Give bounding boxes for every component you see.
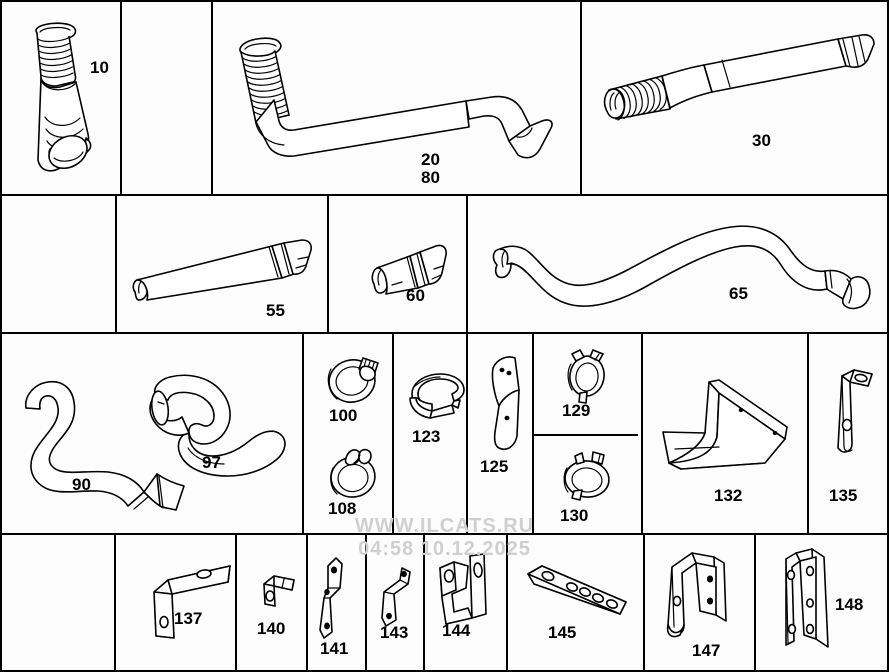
part-illustration-97 — [142, 372, 292, 497]
part-label-125: 125 — [480, 457, 509, 476]
part-label-129: 129 — [562, 401, 591, 420]
part-illustration-20-80 — [234, 27, 564, 172]
part-label-100: 100 — [329, 406, 358, 425]
part-label-30: 30 — [752, 131, 771, 150]
part-label-137: 137 — [174, 609, 203, 628]
grid-vline-r1-a — [120, 2, 122, 194]
part-illustration-100 — [322, 347, 388, 409]
grid-vline-r3-d — [532, 332, 534, 533]
part-label-55: 55 — [266, 301, 285, 320]
part-label-90: 90 — [72, 475, 91, 494]
grid-hline-2 — [2, 332, 887, 334]
grid-vline-r4-f — [506, 533, 508, 670]
part-illustration-141 — [316, 554, 352, 644]
part-illustration-140 — [258, 570, 300, 612]
part-label-123: 123 — [412, 427, 441, 446]
part-label-141: 141 — [320, 639, 349, 658]
grid-vline-r4-h — [754, 533, 756, 670]
part-illustration-135 — [828, 362, 876, 462]
part-label-135: 135 — [829, 486, 858, 505]
part-illustration-55 — [130, 239, 315, 310]
part-illustration-30 — [600, 34, 880, 149]
part-illustration-123 — [402, 370, 467, 420]
part-label-97: 97 — [202, 453, 221, 472]
part-label-145: 145 — [548, 623, 577, 642]
part-illustration-65 — [491, 207, 876, 317]
grid-vline-r3-f — [807, 332, 809, 533]
grid-vline-r2-c — [466, 194, 468, 332]
part-illustration-90 — [16, 370, 196, 530]
part-label-130: 130 — [560, 506, 589, 525]
grid-vline-r3-c — [466, 332, 468, 533]
part-illustration-125 — [485, 354, 527, 454]
grid-vline-r4-b — [235, 533, 237, 670]
part-label-60: 60 — [406, 286, 425, 305]
part-illustration-130 — [557, 446, 617, 504]
part-label-65: 65 — [729, 284, 748, 303]
part-label-148: 148 — [835, 595, 864, 614]
grid-vline-r3-b — [392, 332, 394, 533]
grid-vline-r1-c — [580, 2, 582, 194]
part-illustration-147 — [662, 547, 732, 643]
part-illustration-143 — [378, 564, 414, 634]
part-label-80: 80 — [421, 168, 440, 187]
grid-vline-r4-d — [365, 533, 367, 670]
part-illustration-108 — [324, 444, 386, 502]
part-illustration-148 — [780, 545, 838, 655]
part-illustration-129 — [560, 346, 615, 408]
part-label-10: 10 — [90, 58, 109, 77]
part-label-140: 140 — [257, 619, 286, 638]
part-illustration-145 — [522, 560, 632, 624]
part-illustration-132 — [657, 377, 797, 477]
grid-vline-r3-a — [302, 332, 304, 533]
part-label-20: 20 — [421, 150, 440, 169]
grid-hline-1 — [2, 194, 887, 196]
grid-vline-r4-e — [423, 533, 425, 670]
grid-split-129-130 — [532, 434, 638, 436]
grid-vline-r2-b — [327, 194, 329, 332]
grid-vline-r4-g — [643, 533, 645, 670]
grid-split-100-108 — [302, 434, 304, 436]
part-illustration-60 — [370, 240, 450, 300]
part-illustration-137 — [142, 550, 237, 645]
part-illustration-10 — [16, 12, 106, 182]
grid-vline-r4-c — [306, 533, 308, 670]
grid-vline-r1-b — [211, 2, 213, 194]
grid-vline-r2-a — [115, 194, 117, 332]
part-label-143: 143 — [380, 623, 409, 642]
part-label-144: 144 — [442, 621, 471, 640]
part-label-132: 132 — [714, 486, 743, 505]
grid-vline-r4-a — [114, 533, 116, 670]
part-label-108: 108 — [328, 499, 357, 518]
grid-hline-3 — [2, 533, 887, 535]
grid-vline-r3-e — [641, 332, 643, 533]
part-illustration-144 — [432, 552, 498, 634]
part-label-147: 147 — [692, 641, 721, 660]
